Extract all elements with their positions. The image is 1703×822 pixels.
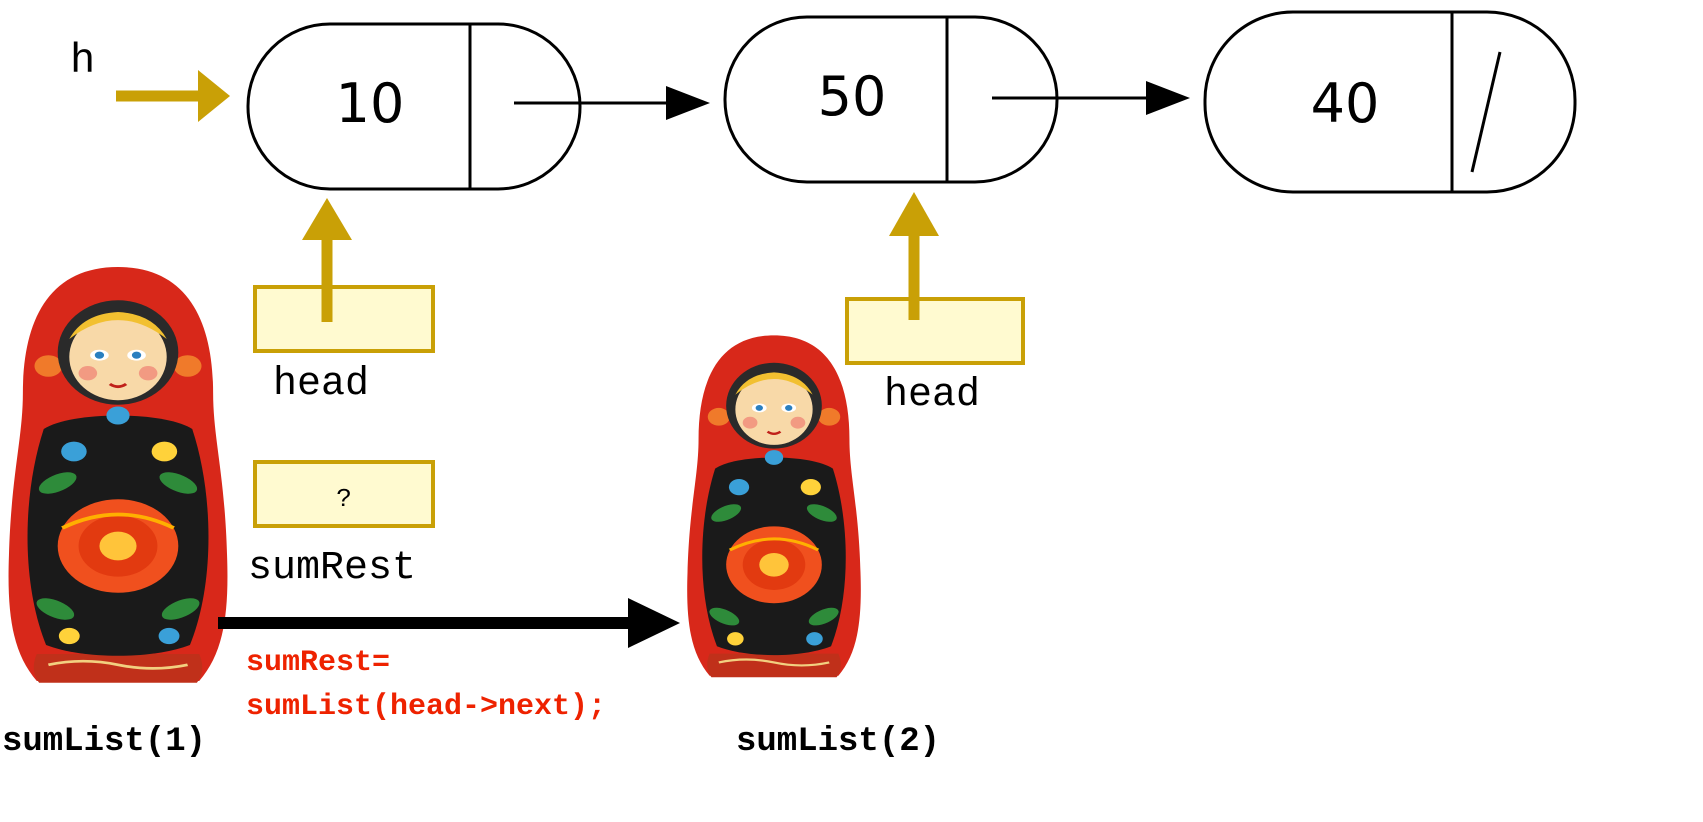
matryoshka-doll-icon <box>685 333 863 680</box>
node-value: 40 <box>1311 72 1380 135</box>
next-arrow-1 <box>514 86 710 120</box>
head-variable-box-1 <box>253 285 435 353</box>
list-node-1: 10 <box>246 22 582 191</box>
call-code-line-1: sumRest= <box>246 646 390 680</box>
frame-caption-2: sumList(2) <box>736 723 940 761</box>
next-arrow-2 <box>992 81 1190 115</box>
head-up-arrow-2 <box>889 192 939 320</box>
head-pointer-label: h <box>70 37 95 85</box>
head-up-arrow-1 <box>302 198 352 322</box>
matryoshka-doll-icon <box>9 267 228 683</box>
sumrest-value: ? <box>336 484 352 514</box>
node-value: 10 <box>336 72 405 135</box>
h-arrow <box>116 70 230 122</box>
head-label-2: head <box>884 373 980 418</box>
null-slash <box>1470 51 1502 173</box>
node-value: 50 <box>818 65 887 128</box>
frame-caption-1: sumList(1) <box>2 723 206 761</box>
head-label-1: head <box>273 362 369 407</box>
list-node-2: 50 <box>723 15 1059 184</box>
sumrest-label: sumRest <box>248 546 416 591</box>
head-variable-box-2 <box>845 297 1025 365</box>
sumrest-variable-box: ? <box>253 460 435 528</box>
call-code-line-2: sumList(head->next); <box>246 690 606 724</box>
call-arrow <box>218 598 680 648</box>
list-node-3: 40 <box>1203 10 1577 194</box>
